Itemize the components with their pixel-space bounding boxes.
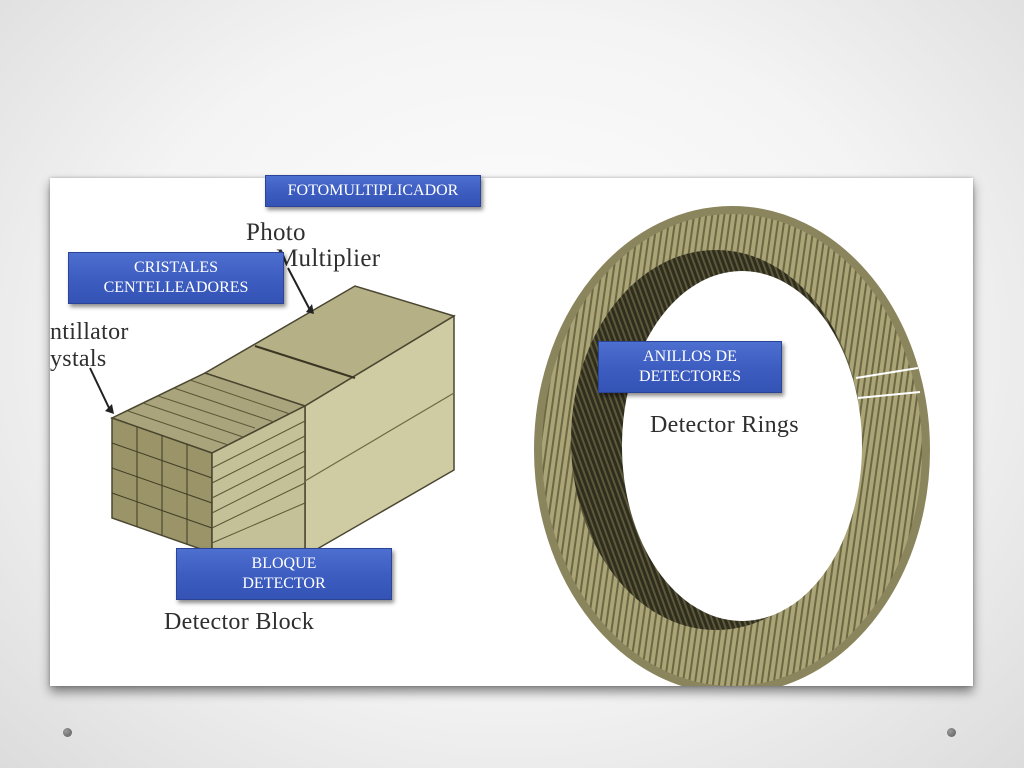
fotomultiplicador-callout: FOTOMULTIPLICADOR bbox=[265, 175, 481, 207]
photo-multiplier-label-line1: Photo bbox=[246, 219, 306, 246]
cristales-callout: CRISTALES CENTELLEADORES bbox=[68, 252, 284, 304]
anillos-text-line1: ANILLOS DE bbox=[643, 348, 737, 365]
bloque-callout: BLOQUE DETECTOR bbox=[176, 548, 392, 600]
bloque-text-line1: BLOQUE bbox=[251, 555, 317, 572]
bloque-text-line2: DETECTOR bbox=[242, 575, 326, 592]
detector-block-drawing bbox=[89, 267, 456, 558]
anillos-callout: ANILLOS DE DETECTORES bbox=[598, 341, 782, 393]
fotomultiplicador-text: FOTOMULTIPLICADOR bbox=[287, 182, 459, 199]
detector-rings-label: Detector Rings bbox=[650, 412, 799, 438]
slide-dot-left bbox=[63, 728, 72, 737]
scintillator-label-line1: ntillator bbox=[50, 319, 129, 345]
cristales-text-line1: CRISTALES bbox=[133, 259, 219, 276]
detector-block-label: Detector Block bbox=[164, 609, 315, 635]
anillos-text-line2: DETECTORES bbox=[639, 368, 741, 385]
slide-dot-right bbox=[947, 728, 956, 737]
photo-multiplier-label-line2: Multiplier bbox=[276, 245, 381, 272]
scintillator-label-line2: ystals bbox=[50, 346, 107, 372]
cristales-text-line2: CENTELLEADORES bbox=[103, 279, 249, 296]
detector-rings-drawing bbox=[534, 206, 930, 686]
ring-hole bbox=[622, 271, 862, 621]
